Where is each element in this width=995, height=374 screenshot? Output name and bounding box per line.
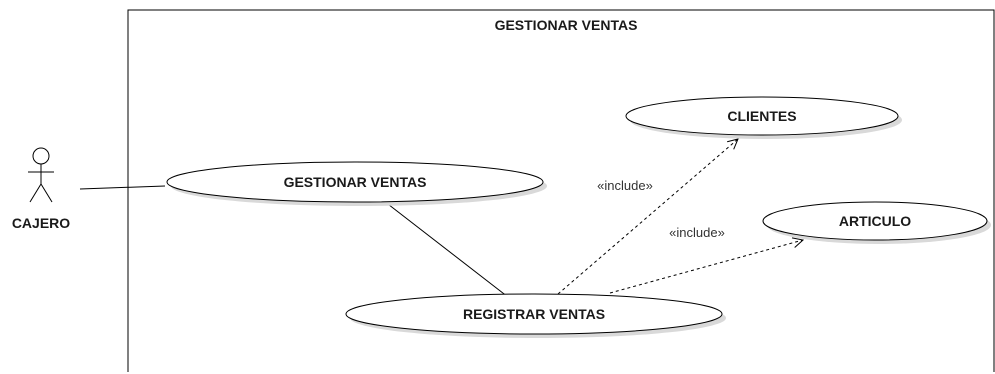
association-cajero-gestionar xyxy=(79,185,166,190)
use-case-label: CLIENTES xyxy=(727,108,796,124)
association-gestionar-registrar xyxy=(383,200,509,298)
actor-cajero[interactable]: CAJERO xyxy=(12,147,70,231)
use-case-articulo[interactable]: ARTICULO xyxy=(762,201,991,244)
use-case-label: REGISTRAR VENTAS xyxy=(463,306,605,322)
use-case-label: ARTICULO xyxy=(839,213,911,229)
actor-figure-icon xyxy=(28,147,54,203)
include-label-clientes: «include» xyxy=(597,178,653,193)
actor-label: CAJERO xyxy=(12,215,70,231)
include-label-articulo: «include» xyxy=(669,225,725,240)
use-case-registrar-ventas[interactable]: REGISTRAR VENTAS xyxy=(345,293,726,338)
system-title: GESTIONAR VENTAS xyxy=(495,17,638,33)
use-case-label: GESTIONAR VENTAS xyxy=(284,174,427,190)
use-case-gestionar-ventas[interactable]: GESTIONAR VENTAS xyxy=(166,161,547,206)
system-boundary[interactable]: GESTIONAR VENTAS xyxy=(127,9,995,372)
use-case-clientes[interactable]: CLIENTES xyxy=(625,96,902,139)
include-arrow-articulo xyxy=(609,240,803,294)
include-arrow-clientes xyxy=(557,139,738,295)
